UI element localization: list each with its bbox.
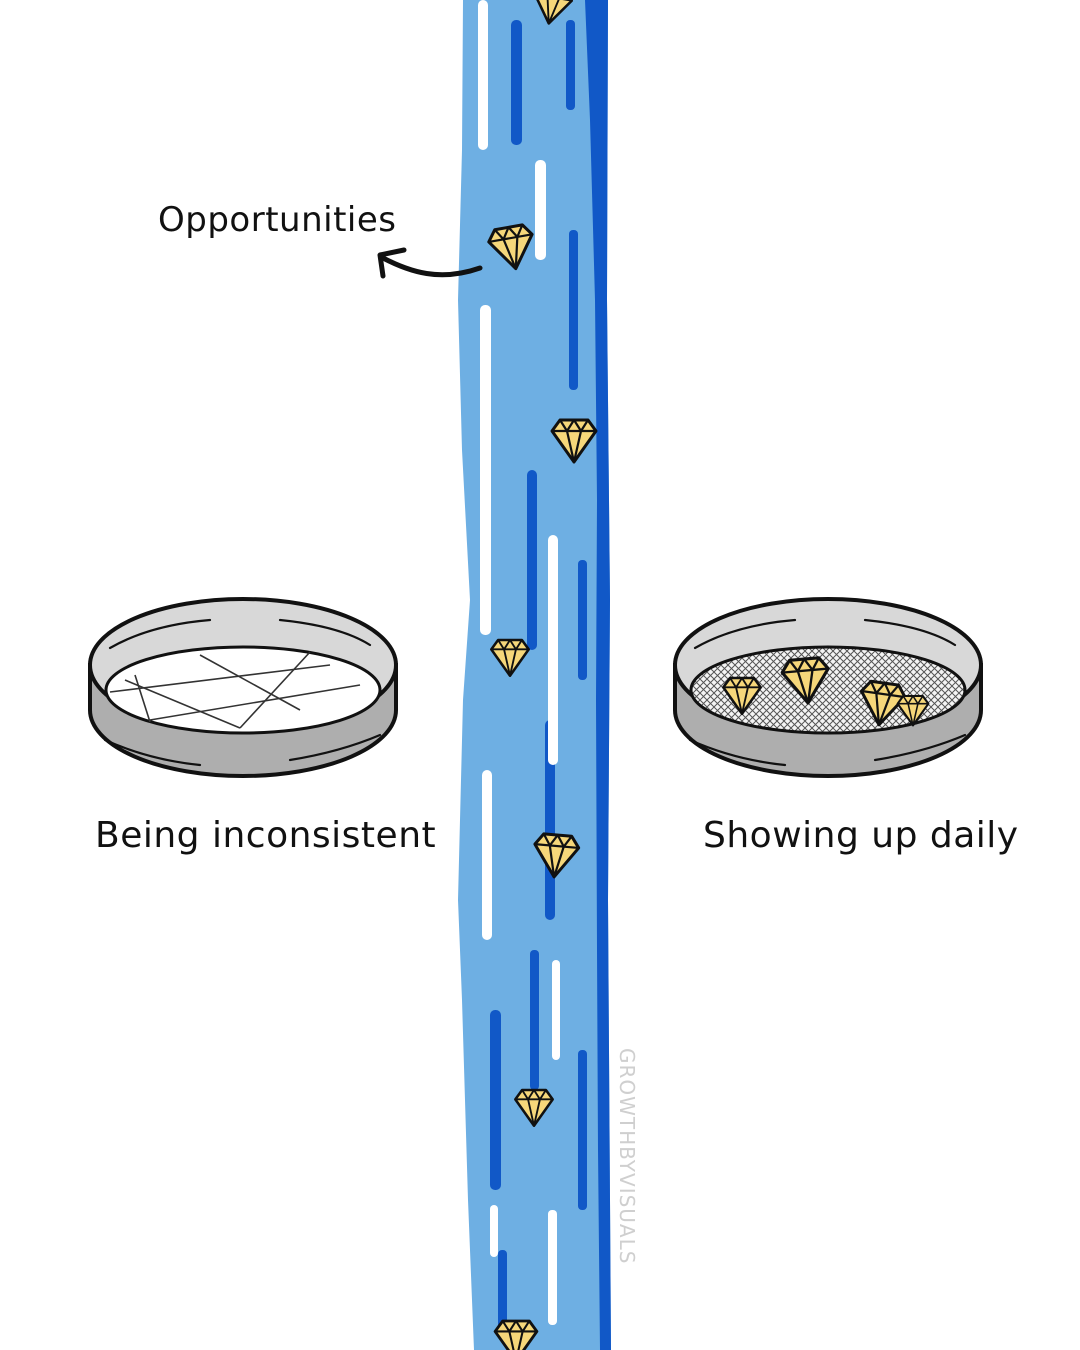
- sieve-icon-daily: [673, 597, 983, 778]
- watermark: GROWTHBYVISUALS: [615, 1048, 639, 1265]
- curved-arrow-icon: [377, 247, 483, 279]
- inconsistent-label: Being inconsistent: [95, 815, 437, 856]
- waterfall-stream: [458, 0, 611, 1350]
- opportunities-label: Opportunities: [158, 200, 397, 240]
- sieve-icon-inconsistent: [88, 597, 398, 778]
- daily-label: Showing up daily: [703, 815, 1019, 856]
